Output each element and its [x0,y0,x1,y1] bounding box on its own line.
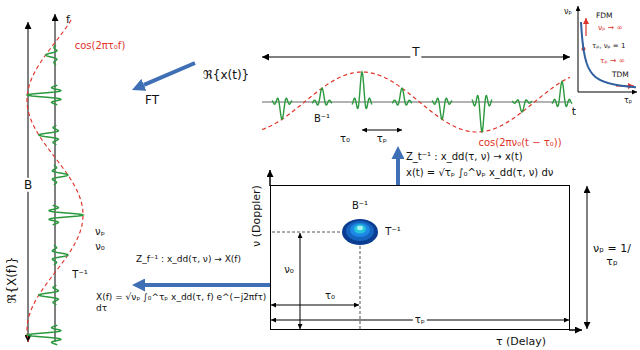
pulse-contour [346,221,374,241]
math-label: ν₀ [95,241,105,253]
math-label: νₚ [95,226,105,238]
math-label: τ₀ [340,133,350,145]
frequency-pulse [46,45,57,65]
axis-label: t [572,105,576,118]
axis-label: f [66,13,70,26]
edge-label: Z_t⁻¹ : x_dd(τ, ν) → x(t) [406,151,523,163]
span-label: T [410,45,421,59]
pulse-spacing-span [362,130,402,131]
delay-doppler-pulse [342,219,378,245]
math-label: B⁻¹ [314,113,330,125]
doppler-axis-head [269,170,271,186]
envelope-label: cos(2πν₀(t − τ₀)) [478,137,561,149]
pulse-contour [354,225,366,234]
formula: x(t) = √τₚ ∫₀^νₚ x_dd(τ, ν) dν [406,167,553,179]
panel-title: ℜ{X(f)} [5,257,19,304]
tradeoff-curve [581,22,636,87]
pulse-contour [350,223,370,237]
panel-title: ℜ{x(t)} [203,68,249,82]
point-label: τₚ, νₚ = 1 [592,42,625,50]
math-label: νₚ = 1/τₚ [592,242,632,268]
limit-label: τₚ → ∞ [600,56,625,65]
plot-axis [578,92,637,93]
edge-label: Z_f⁻¹ : x_dd(τ, ν) → X(f) [136,254,268,265]
math-label: T⁻¹ [72,269,87,281]
math-label: τₚ [377,133,387,145]
transform-arrow [396,159,400,185]
transform-arrow [144,63,195,85]
frequency-pulse [49,205,83,225]
plot-axis [578,6,579,92]
delay-axis-head [569,329,582,331]
regime-label: TDM [612,70,629,79]
pulse-contour [357,226,363,230]
envelope-label: cos(2πτ₀f) [75,40,126,52]
cosine-envelope [27,20,83,342]
guide-line [360,246,361,329]
limit-label: νₚ → ∞ [598,23,623,32]
math-label: B⁻¹ [352,200,368,212]
delay-shift-span [271,305,359,306]
time-pulse [312,88,332,105]
time-pulse [352,72,372,108]
axis-label: τₚ [624,96,632,106]
axis-title: ν (Doppler) [250,185,263,247]
axis-title: τ (Delay) [496,335,546,348]
time-axis [262,102,570,103]
generated-curves [27,20,636,345]
pulse-contour [342,219,378,245]
time-domain-panel: ℜ{x(t)} [195,42,573,146]
frequency-pulse [39,285,59,305]
math-label: τ₀ [325,290,335,302]
cosine-envelope [262,72,570,132]
trend-arrow [585,18,586,36]
guide-line [272,232,342,233]
delay-doppler-box: ν (Doppler)τ (Delay) [270,185,570,330]
time-pulse [552,82,572,107]
time-pulse [392,88,412,105]
span-label: B [22,178,34,192]
time-pulse [432,98,452,119]
doppler-period-span [587,186,588,329]
time-pulse [512,100,532,112]
frequency-pulse [27,85,61,105]
edge-label: FT [143,93,161,107]
math-label: τₚ [413,314,427,326]
doppler-shift-span [300,233,301,329]
frequency-pulse [52,165,68,185]
regime-label: FDM [596,11,613,20]
frequency-pulse [39,125,59,145]
axis-label: νₚ [564,7,572,17]
frequency-pulse [27,325,61,345]
formula: X(f) = √νₚ ∫₀^τₚ x_dd(τ, f) e^(−j2πfτ) d… [96,292,268,314]
math-label: T⁻¹ [385,226,400,238]
transform-arrow [145,283,270,287]
frequency-pulse [52,245,68,265]
math-label: ν₀ [284,264,294,276]
time-pulse [272,98,292,119]
time-pulse [472,96,492,132]
